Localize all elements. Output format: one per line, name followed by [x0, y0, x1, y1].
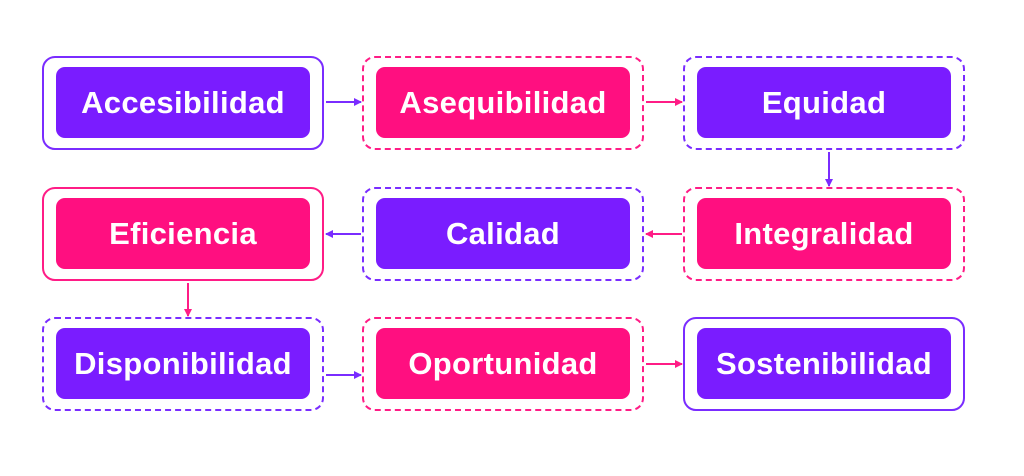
node-disponibilidad-frame: Disponibilidad: [42, 317, 324, 411]
node-oportunidad: Oportunidad: [376, 328, 630, 399]
node-integralidad: Integralidad: [697, 198, 951, 269]
node-eficiencia-frame: Eficiencia: [42, 187, 324, 281]
node-asequibilidad-frame: Asequibilidad: [362, 56, 644, 150]
node-equidad: Equidad: [697, 67, 951, 138]
node-calidad-frame: Calidad: [362, 187, 644, 281]
node-calidad: Calidad: [376, 198, 630, 269]
node-oportunidad-frame: Oportunidad: [362, 317, 644, 411]
node-accesibilidad: Accesibilidad: [56, 67, 310, 138]
node-sostenibilidad-frame: Sostenibilidad: [683, 317, 965, 411]
node-accesibilidad-frame: Accesibilidad: [42, 56, 324, 150]
node-eficiencia: Eficiencia: [56, 198, 310, 269]
node-disponibilidad: Disponibilidad: [56, 328, 310, 399]
node-integralidad-frame: Integralidad: [683, 187, 965, 281]
node-equidad-frame: Equidad: [683, 56, 965, 150]
node-sostenibilidad: Sostenibilidad: [697, 328, 951, 399]
node-asequibilidad: Asequibilidad: [376, 67, 630, 138]
